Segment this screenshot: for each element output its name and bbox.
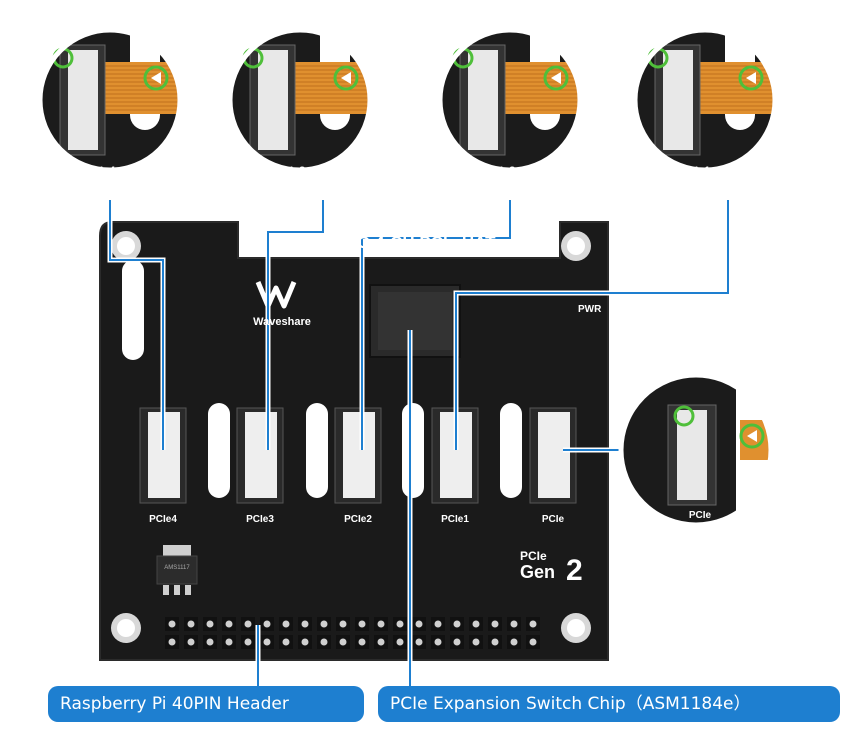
waveshare-logo <box>255 281 297 309</box>
header-pin <box>282 638 290 646</box>
header-pin <box>206 620 214 628</box>
board-title: PCIe TO 4-CH PCIe HAT <box>304 233 496 252</box>
gpio-40pin-header <box>165 617 540 649</box>
fpc-ribbon <box>290 62 370 114</box>
header-pin <box>263 620 271 628</box>
header-pin <box>377 638 385 646</box>
header-pin <box>510 620 518 628</box>
chip-callout-label: PCIe Expansion Switch Chip（ASM1184e） <box>378 686 840 722</box>
zoom-inset: PCIe3 <box>227 27 373 177</box>
fpc-connector-body <box>343 412 375 498</box>
header-pin <box>415 620 423 628</box>
switch-chip <box>369 284 461 358</box>
header-pin <box>301 638 309 646</box>
board-port-label: PCIe <box>542 514 565 525</box>
voltage-regulator <box>156 545 198 595</box>
zoom-inset: PCIe4 <box>37 27 183 177</box>
header-pin <box>396 638 404 646</box>
header-pin <box>244 620 252 628</box>
header-pin <box>491 620 499 628</box>
header-pin <box>320 638 328 646</box>
fpc-connector-body <box>538 412 570 498</box>
gen-number: 2 <box>566 554 583 587</box>
fpc-ribbon <box>100 62 180 114</box>
header-pin <box>453 638 461 646</box>
board-port-label: PCIe3 <box>246 514 274 525</box>
header-pin <box>529 638 537 646</box>
header-pin <box>491 638 499 646</box>
header-pin <box>225 638 233 646</box>
inset-port-label: PCIe <box>689 510 712 521</box>
fpc-ribbon <box>695 62 775 114</box>
header-pin <box>187 620 195 628</box>
header-pin <box>415 638 423 646</box>
leader-lines-core <box>109 200 729 686</box>
header-pin <box>358 638 366 646</box>
header-pin <box>168 638 176 646</box>
header-pin <box>339 620 347 628</box>
header-pin <box>358 620 366 628</box>
mounting-holes <box>111 231 591 643</box>
pin1-marker <box>673 405 695 427</box>
board-text: PCIe TO 4-CH PCIe HAT Waveshare PWR PCIe… <box>164 233 602 587</box>
brand-name: Waveshare <box>253 316 311 328</box>
fpc-connector-body <box>245 412 277 498</box>
ribbon-marker <box>738 65 764 91</box>
board-port-label: PCIe1 <box>441 514 469 525</box>
header-pin <box>396 620 404 628</box>
header-pin <box>282 620 290 628</box>
header-pin <box>434 620 442 628</box>
header-pin <box>472 638 480 646</box>
board-slots <box>122 260 522 498</box>
ribbon-marker <box>333 65 359 91</box>
header-pin <box>168 620 176 628</box>
ribbon-marker <box>543 65 569 91</box>
header-pin <box>472 620 480 628</box>
zoom-inset-side: PCIe <box>618 372 774 528</box>
header-pin <box>187 638 195 646</box>
board-port-label: PCIe4 <box>149 514 177 525</box>
ribbon-marker <box>739 423 765 449</box>
gen-label-top: PCIe <box>520 549 547 563</box>
header-pin <box>510 638 518 646</box>
header-pin <box>377 620 385 628</box>
fpc-ribbon <box>500 62 580 114</box>
header-pin <box>339 638 347 646</box>
header-pin <box>225 620 233 628</box>
gen-label-bottom: Gen <box>520 562 555 582</box>
header-pin <box>301 620 309 628</box>
regulator-marking: AMS1117 <box>164 565 190 571</box>
header-pin <box>244 638 252 646</box>
pwr-label: PWR <box>578 304 602 315</box>
zoom-inset: PCIe2 <box>437 27 583 177</box>
header-pin <box>320 620 328 628</box>
zoom-inset: PCIe1 <box>632 27 778 177</box>
board-port-label: PCIe2 <box>344 514 372 525</box>
header-pin <box>434 638 442 646</box>
header-callout-label: Raspberry Pi 40PIN Header <box>48 686 364 722</box>
header-pin <box>529 620 537 628</box>
header-pin <box>453 620 461 628</box>
header-pin <box>263 638 271 646</box>
ribbon-marker <box>143 65 169 91</box>
header-pin <box>206 638 214 646</box>
